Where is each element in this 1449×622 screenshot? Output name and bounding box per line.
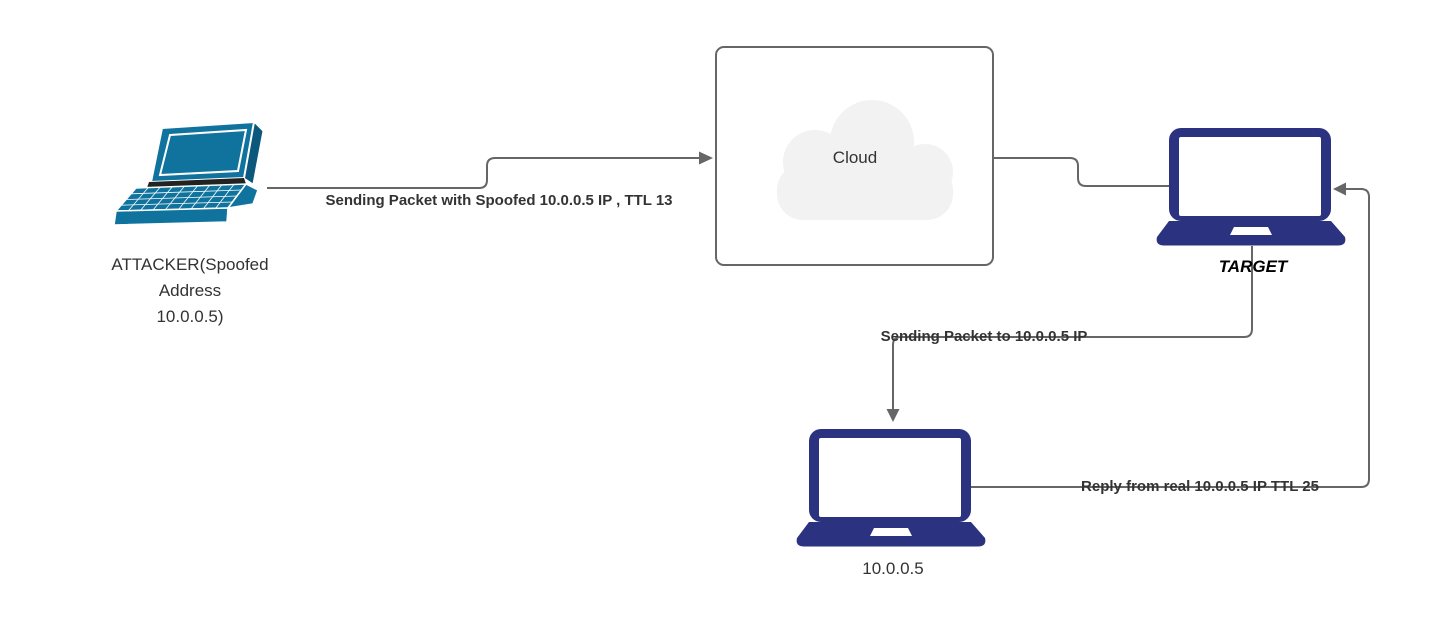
cloud-label: Cloud: [832, 148, 878, 167]
host-base-notch: [870, 528, 912, 536]
cloud-icon: [777, 100, 953, 220]
edge-attacker-to-cloud: [267, 157, 700, 189]
attacker-label-line3: 10.0.0.5): [156, 307, 224, 326]
arrowhead-into-host: [886, 409, 900, 422]
cloud-base: [777, 164, 953, 220]
attacker-label-line2: Address: [158, 281, 222, 300]
edge-host-to-target: [970, 188, 1370, 488]
attacker-base-front: [113, 207, 229, 226]
attacker-screen-inner: [158, 128, 248, 177]
attacker-label-line1: ATTACKER(Spoofed: [111, 255, 269, 274]
target-base-notch: [1230, 227, 1272, 235]
target-screen: [1179, 137, 1321, 216]
target-label: TARGET: [1218, 257, 1288, 276]
host-screen: [819, 438, 961, 517]
cloud-puff-top: [830, 100, 914, 184]
edge-label-reply: Reply from real 10.0.0.5 IP TTL 25: [1081, 478, 1319, 495]
edge-target-to-host: [892, 246, 1253, 409]
arrowhead-into-target: [1333, 182, 1346, 196]
host-label: 10.0.0.5: [862, 559, 924, 578]
target-laptop-icon: [1156, 128, 1346, 246]
attacker-keyboard-grid: [120, 184, 242, 211]
attacker-label: ATTACKER(Spoofed Address 10.0.0.5): [111, 252, 268, 330]
arrowhead-into-cloud: [699, 151, 713, 165]
attacker-laptop-icon: [113, 120, 264, 226]
edge-label-spoofed-packet: Sending Packet with Spoofed 10.0.0.5 IP …: [325, 192, 673, 209]
attacker-hinge: [147, 178, 246, 188]
edge-label-to-real-host: Sending Packet to 10.0.0.5 IP: [880, 328, 1088, 345]
host-laptop-icon: [796, 429, 986, 547]
attacker-base-right: [226, 183, 259, 210]
edge-cloud-to-target: [994, 157, 1170, 187]
